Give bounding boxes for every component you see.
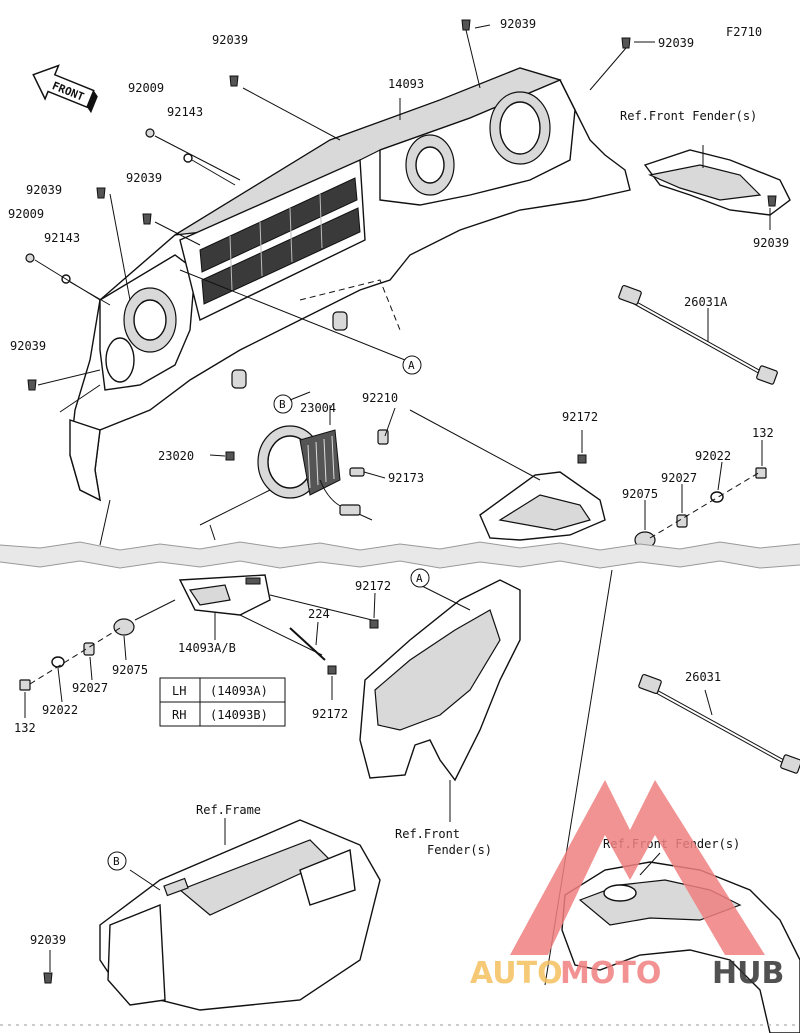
label-ref-front-fender-2b: Fender(s) xyxy=(427,843,492,857)
svg-text:B: B xyxy=(279,398,286,411)
hardware-row-right xyxy=(634,440,767,549)
callout-b-lower: B xyxy=(107,851,127,871)
label-92022-a: 92022 xyxy=(695,449,731,463)
label-92039-e: 92039 xyxy=(26,183,62,197)
watermark-text-moto: MOTO xyxy=(560,956,661,991)
watermark-text-auto: AUTO xyxy=(470,956,563,991)
watermark-text-hub: HUB xyxy=(712,956,784,991)
bolt-92009-icon-group xyxy=(25,128,155,263)
bolt-224 xyxy=(289,621,326,661)
label-23020: 23020 xyxy=(158,449,194,463)
label-92210: 92210 xyxy=(362,391,398,405)
callout-a-upper: A xyxy=(402,355,422,375)
svg-text:B: B xyxy=(113,855,120,868)
label-92009-a: 92009 xyxy=(128,81,164,95)
label-ref-front-fender-2a: Ref.Front xyxy=(395,827,460,841)
hardware-row-left xyxy=(19,618,135,718)
leader-lines-upper xyxy=(34,24,771,546)
front-fender-middle xyxy=(359,579,521,822)
left-headlight-lens xyxy=(133,299,167,341)
left-lower-skirt xyxy=(69,419,101,502)
washer-92143-icon-group xyxy=(61,153,193,284)
watermark-logo: AUTO MOTO HUB xyxy=(470,780,784,991)
label-23004: 23004 xyxy=(300,401,336,415)
left-outer-lamp xyxy=(105,337,135,383)
grommet-92075-b xyxy=(113,618,135,636)
split-break-line xyxy=(0,541,800,569)
callout-a-lower: A xyxy=(410,568,430,588)
table-row-rh-side: RH xyxy=(172,708,186,722)
label-92143-a: 92143 xyxy=(167,105,203,119)
frame-section xyxy=(49,818,381,1011)
harness-26031a xyxy=(618,284,778,385)
label-132-b: 132 xyxy=(14,721,36,735)
label-92143-b: 92143 xyxy=(44,231,80,245)
table-row-lh-part: (14093A) xyxy=(210,684,268,698)
label-92039-b: 92039 xyxy=(500,17,536,31)
label-ref-front-fender-1: Ref.Front Fender(s) xyxy=(620,109,757,123)
clip-92173 xyxy=(349,467,365,477)
harness-26031 xyxy=(638,673,800,774)
label-92172-a: 92172 xyxy=(562,410,598,424)
label-92172-b: 92172 xyxy=(355,579,391,593)
svg-text:A: A xyxy=(416,572,423,585)
label-14093ab: 14093A/B xyxy=(178,641,236,655)
horn-assembly xyxy=(199,405,396,541)
label-132-a: 132 xyxy=(752,426,774,440)
label-224: 224 xyxy=(308,607,330,621)
screw-92172-b xyxy=(369,619,379,629)
label-92027-b: 92027 xyxy=(72,681,108,695)
side-bracket-upper xyxy=(409,409,606,541)
figure-code: F2710 xyxy=(726,25,762,39)
label-92172-c: 92172 xyxy=(312,707,348,721)
callout-b-upper: B xyxy=(273,391,311,414)
svg-text:A: A xyxy=(408,359,415,372)
table-row-lh-side: LH xyxy=(172,684,186,698)
label-ref-frame: Ref.Frame xyxy=(196,803,261,817)
side-table: LH (14093A) RH (14093B) xyxy=(159,677,286,727)
label-92039-d: 92039 xyxy=(126,171,162,185)
bolt-132-a xyxy=(755,467,767,479)
label-26031a: 26031A xyxy=(684,295,728,309)
label-92022-b: 92022 xyxy=(42,703,78,717)
label-14093: 14093 xyxy=(388,77,424,91)
label-92039-h: 92039 xyxy=(30,933,66,947)
washer-92022-b xyxy=(51,656,65,668)
screw-23020 xyxy=(225,451,235,461)
part-labels: 92039 92039 92039 14093 92009 92143 Ref.… xyxy=(8,17,789,947)
front-cover-assembly xyxy=(69,67,631,502)
label-92009-b: 92009 xyxy=(8,207,44,221)
right-inner-lamp-lens xyxy=(415,146,445,184)
side-bracket-lower xyxy=(134,574,373,656)
front-arrow-icon: FRONT xyxy=(32,64,98,114)
label-92075-b: 92075 xyxy=(112,663,148,677)
label-26031: 26031 xyxy=(685,670,721,684)
bolt-132-b xyxy=(19,679,31,691)
rubber-bumper-right xyxy=(332,311,348,331)
label-92075-a: 92075 xyxy=(622,487,658,501)
clip-icon-group xyxy=(27,19,777,984)
grille-mesh xyxy=(199,177,361,305)
screw-92172-c xyxy=(327,665,337,675)
label-92039-a: 92039 xyxy=(212,33,248,47)
collar-92027-a xyxy=(676,514,688,528)
right-headlight-lens xyxy=(499,101,541,155)
table-row-rh-part: (14093B) xyxy=(210,708,268,722)
front-fender-lower-right xyxy=(561,852,800,1033)
label-92039-c: 92039 xyxy=(658,36,694,50)
label-92039-f: 92039 xyxy=(753,236,789,250)
label-92027-a: 92027 xyxy=(661,471,697,485)
mount-reference-dashed xyxy=(299,279,401,331)
label-92039-g: 92039 xyxy=(10,339,46,353)
front-fender-upper-right xyxy=(643,149,791,216)
label-92173: 92173 xyxy=(388,471,424,485)
rubber-bumper-left xyxy=(231,369,247,389)
